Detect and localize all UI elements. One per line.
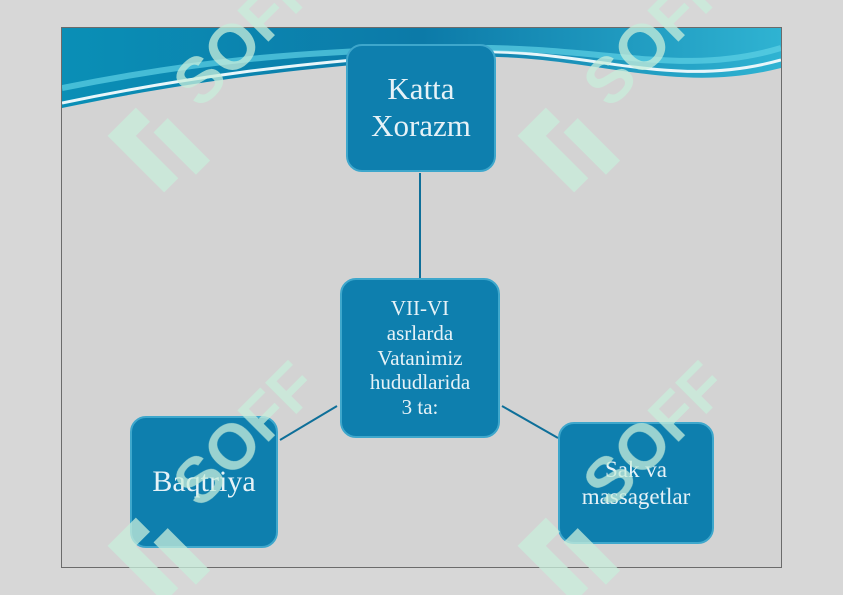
- node-baqtriya: Baqtriya: [130, 416, 278, 548]
- node-katta-xorazm: Katta Xorazm: [346, 44, 496, 172]
- node-sak-va-massagetlar: Sak va massagetlar: [558, 422, 714, 544]
- node-center-topic: VII-VI asrlarda Vatanimiz hududlarida 3 …: [340, 278, 500, 438]
- slide: Katta Xorazm VII-VI asrlarda Vatanimiz h…: [61, 27, 782, 568]
